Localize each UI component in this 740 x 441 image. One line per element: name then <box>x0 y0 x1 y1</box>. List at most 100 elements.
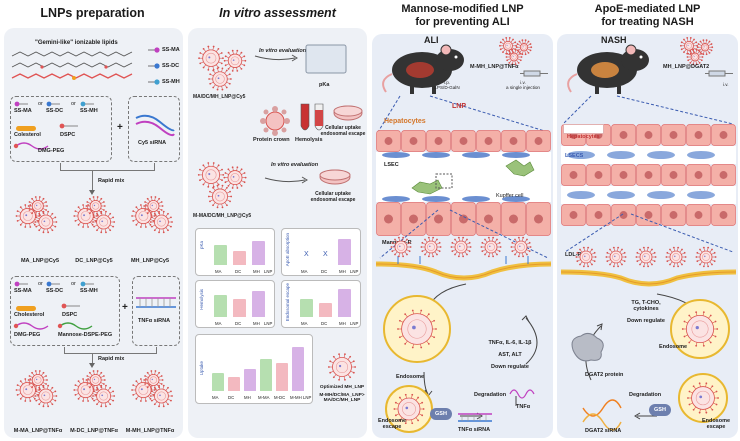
apoe-x-ma: MA <box>301 269 308 274</box>
route-ip-lps: i.p. LPS/D-GalN <box>434 80 460 91</box>
mix-line-2-right <box>156 347 157 353</box>
lipid-structures <box>11 51 133 80</box>
apoe-x-dc: DC <box>321 269 328 274</box>
panel1-title: LNPs preparation <box>40 6 145 20</box>
panel4-title: ApoE-mediated LNP for treating NASH <box>594 3 701 28</box>
eval-label-1: In vitro evaluation <box>259 48 307 54</box>
box2-dspc: DSPC <box>62 312 78 318</box>
gsh-badge-ali: GSH <box>430 408 452 420</box>
lipid-mix-box-2 <box>10 276 120 346</box>
lnp-particle <box>681 311 719 347</box>
product-m-ma-lnp-tnfa: M-MA_LNP@TNFα <box>13 428 63 434</box>
chart-hemolysis: Hemolysis MA DC MH LNP <box>195 280 275 328</box>
hepatocytes-label-nash: Hepatocytes <box>567 134 600 140</box>
mouse-ali-icon <box>382 44 464 94</box>
box1-dspc: DSPC <box>60 132 76 138</box>
hepatocyte-cells-bottom <box>376 202 551 236</box>
group-m-ma-dc-mh-lnp-cy5: M-MA/DC/MH_LNP@Cy5 <box>193 213 252 219</box>
lnp-row-2 <box>15 370 173 408</box>
endosome-ali <box>383 295 451 363</box>
endo-x-mh: MH <box>339 321 346 326</box>
cytokines-label-ali: TNFα, IL-6, IL-1β <box>488 340 532 346</box>
product-m-dc-lnp-tnfa: M-DC_LNP@TNFα <box>70 428 118 434</box>
mix-line-1-right <box>154 163 155 170</box>
hemo-x-dc: DC <box>235 321 242 326</box>
chart-endo-ylabel: Endosomal escape <box>285 283 290 322</box>
product-mh-lnp-cy5: MH_LNP@Cy5 <box>130 258 170 264</box>
uptake-bar-m-ma <box>260 359 272 391</box>
dgat2-protein-icon <box>571 332 604 362</box>
cell-nucleus <box>534 214 543 224</box>
cell-nucleus <box>434 137 443 145</box>
zoom-lines-nash <box>562 95 734 125</box>
drug-mh-lnp-dgat2: MH_LNP@DGAT2 <box>663 64 710 70</box>
lnp-particle <box>149 384 173 408</box>
cell-nucleus <box>459 214 468 224</box>
lipid-icons-1 <box>13 101 94 150</box>
apoe-x-mh: MH <box>339 269 346 274</box>
petri-dish-icon-2 <box>319 169 351 185</box>
uptake-x-mh: MH <box>244 395 251 400</box>
lipid-heads <box>148 47 160 85</box>
lsec-cells-nash-1 <box>567 151 715 159</box>
lnp-particle <box>143 196 164 216</box>
box1-or-2: or <box>71 101 76 107</box>
box2-or-2: or <box>71 281 76 287</box>
syringe-icon-ali <box>520 70 548 77</box>
pka-x-lnp: LNP <box>264 269 273 274</box>
panel-apoe-nash: ApoE-mediated LNP for treating NASH NASH… <box>555 0 740 441</box>
endo-bar-ma <box>300 299 313 317</box>
hepatocyte-cells-nash-mid <box>561 164 736 186</box>
rapid-mix-2: Rapid mix <box>98 356 125 362</box>
mix-line-1-horizontal <box>60 170 155 171</box>
lnp-particle <box>420 236 442 258</box>
apoe-mark-dc: X <box>323 251 328 258</box>
gsh-label-ali: GSH <box>435 411 447 417</box>
cell-nucleus <box>619 211 628 219</box>
lipid-ss-dc: SS-DC <box>162 63 180 69</box>
pka-bar-ma <box>214 245 227 265</box>
lnp-particle <box>92 384 116 408</box>
box2-cholesterol: Cholesterol <box>14 312 45 318</box>
sirna-icon <box>135 114 175 137</box>
panel-lnps-preparation: LNPs preparation "Gemini-like" ionizable… <box>0 0 185 441</box>
lnp-particle <box>143 370 164 390</box>
panel2-title: In vitro assessment <box>219 6 336 20</box>
hepatocyte-row-nash-mid <box>561 164 736 186</box>
lnp-particle <box>510 236 532 258</box>
lnp-particle <box>73 378 98 402</box>
lnp-particle <box>223 49 247 72</box>
cargo-box-2 <box>132 276 180 346</box>
degradation-label-ali: Degradation <box>474 392 507 398</box>
uptake-x-m-ma: M-MA <box>258 395 270 400</box>
lnp-cluster-cy5 <box>198 45 247 91</box>
lnp-particle <box>15 378 40 402</box>
syringe-icon-nash <box>705 70 733 77</box>
comparison-text: M-MH/DC/MA_LNP> MA/DC/MH_LNP <box>319 393 365 404</box>
cell-nucleus <box>644 171 653 179</box>
lipid-ss-mh: SS-MH <box>162 79 180 85</box>
lnp-particle <box>480 236 502 258</box>
cell-nucleus <box>619 171 628 179</box>
chart-apoe-ylabel: ApoE absorption <box>285 233 290 267</box>
lnp-particle <box>695 246 717 268</box>
cell-nucleus <box>719 131 728 139</box>
cell-nucleus <box>644 211 653 219</box>
lnp-particle <box>27 196 48 216</box>
box1-ss-dc: SS-DC <box>46 108 64 114</box>
lnp-particle <box>73 204 98 228</box>
endosome-escape-label-nash: Endosome escape <box>701 418 731 431</box>
lnp-particle <box>197 162 225 188</box>
endo-x-dc: DC <box>321 321 328 326</box>
lsec-cells-nash-2 <box>567 191 715 199</box>
lnp-cluster-nash <box>680 37 714 66</box>
cell-nucleus <box>509 214 518 224</box>
hepatocyte-row-bottom <box>376 202 551 236</box>
gsh-badge-nash: GSH <box>649 404 671 416</box>
dna-strand-nash <box>582 399 622 431</box>
chart-pka: pKa MA DC MH LNP <box>195 228 275 276</box>
lnp-particle <box>223 166 247 189</box>
pka-x-mh: MH <box>253 269 260 274</box>
cell-nucleus <box>644 131 653 139</box>
lnp-particle <box>687 382 719 414</box>
